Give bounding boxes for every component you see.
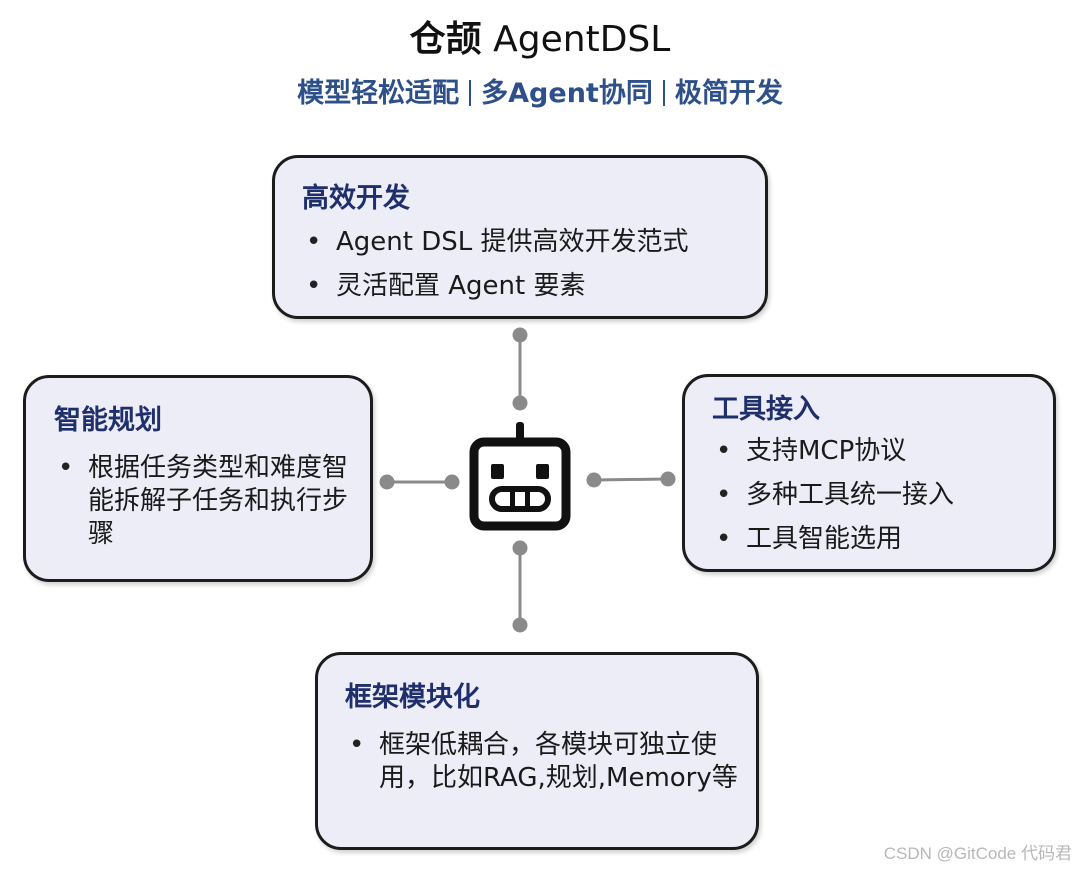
connector-right-end-dot	[660, 471, 676, 487]
card-bullet-item: 多种工具统一接入	[712, 479, 1042, 512]
watermark: CSDN @GitCode 代码君	[883, 844, 1072, 863]
connector-bottom-end-dot	[512, 617, 528, 633]
card-bullet-item: 工具智能选用	[712, 523, 1042, 556]
connector-top-end-dot	[512, 327, 528, 343]
card-bullet-item: 根据任务类型和难度智能拆解子任务和执行步骤	[54, 452, 354, 551]
card-bullet-list: 框架低耦合，各模块可独立使用，比如RAG,规划,Memory等	[345, 729, 745, 795]
tagline-separator	[662, 80, 665, 106]
connector-right	[593, 477, 669, 482]
tagline-part-2: 多Agent协同	[481, 78, 653, 109]
card-title: 工具接入	[712, 394, 820, 425]
card-title: 高效开发	[302, 183, 410, 214]
title-brand: 仓颉	[409, 19, 482, 60]
card-bullet-item: 支持MCP协议	[712, 435, 1042, 468]
card-bullet-list: Agent DSL 提供高效开发范式 灵活配置 Agent 要素	[302, 226, 752, 314]
connector-left-start-dot	[444, 474, 460, 490]
connector-left-end-dot	[379, 474, 395, 490]
card-intelligent-planning: 智能规划 根据任务类型和难度智能拆解子任务和执行步骤	[23, 375, 373, 582]
tagline-part-1: 模型轻松适配	[297, 78, 460, 109]
card-title: 框架模块化	[345, 682, 480, 713]
connector-bottom-start-dot	[512, 540, 528, 556]
card-bullet-list: 支持MCP协议 多种工具统一接入 工具智能选用	[712, 435, 1042, 567]
card-title: 智能规划	[54, 405, 162, 436]
title-product: AgentDSL	[493, 19, 671, 60]
robot-icon	[469, 422, 571, 531]
tagline-part-3: 极简开发	[674, 78, 783, 109]
card-modular-framework: 框架模块化 框架低耦合，各模块可独立使用，比如RAG,规划,Memory等	[315, 652, 759, 850]
card-tool-integration: 工具接入 支持MCP协议 多种工具统一接入 工具智能选用	[682, 374, 1056, 572]
tagline-separator	[469, 80, 472, 106]
card-bullet-list: 根据任务类型和难度智能拆解子任务和执行步骤	[54, 452, 354, 551]
card-bullet-item: Agent DSL 提供高效开发范式	[302, 226, 752, 259]
card-bullet-item: 灵活配置 Agent 要素	[302, 270, 752, 303]
connector-top-start-dot	[512, 395, 528, 411]
diagram-title: 仓颉 AgentDSL	[0, 18, 1080, 62]
card-efficient-development: 高效开发 Agent DSL 提供高效开发范式 灵活配置 Agent 要素	[272, 155, 768, 319]
connector-right-start-dot	[586, 472, 602, 488]
tagline: 模型轻松适配多Agent协同极简开发	[0, 76, 1080, 112]
card-bullet-item: 框架低耦合，各模块可独立使用，比如RAG,规划,Memory等	[345, 729, 745, 795]
